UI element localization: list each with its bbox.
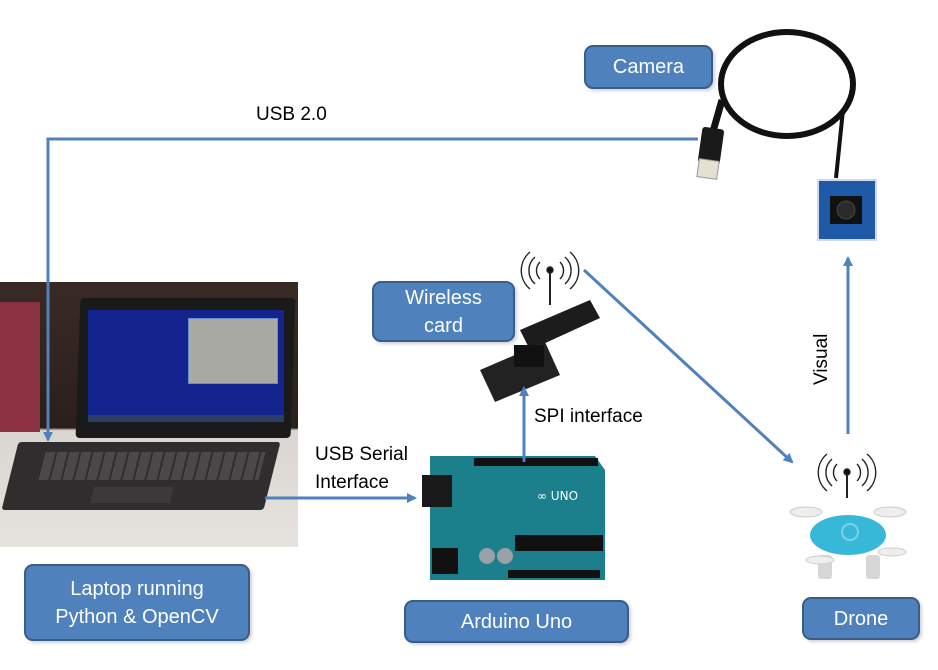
edge-label-usb-serial-line2: Interface (315, 472, 389, 493)
laptop-label-box: Laptop running Python & OpenCV (24, 564, 250, 641)
laptop-background-red (0, 302, 40, 432)
edge-label-usb-2: USB 2.0 (256, 104, 327, 125)
arduino-label-box: Arduino Uno (404, 600, 629, 643)
camera-label: Camera (612, 56, 685, 78)
laptop-photo (0, 282, 298, 547)
arduino-uno-board-icon: ∞ UNO (422, 456, 605, 580)
laptop-camera-window (188, 318, 278, 384)
edge-label-visual: Visual (811, 333, 832, 385)
arduino-logo-text: ∞ UNO (537, 489, 578, 503)
edge-label-spi: SPI interface (534, 406, 643, 427)
drone-label-box: Drone (802, 597, 920, 640)
arrow-wireless-to-drone (582, 268, 794, 464)
edge-label-usb-serial: USB Serial Interface (315, 443, 408, 495)
camera-label-box: Camera (584, 45, 713, 89)
laptop-label-line2: Python & OpenCV (55, 605, 219, 628)
quadcopter-drone-icon (789, 506, 907, 579)
laptop-label-line1: Laptop running (70, 577, 204, 600)
wireless-card-label-box: Wireless card (372, 281, 515, 342)
laptop-taskbar (88, 415, 284, 422)
nrf24-wireless-module-icon (480, 300, 600, 402)
wireless-card-label-line1: Wireless (405, 286, 482, 309)
drone-label: Drone (833, 607, 889, 630)
arduino-label: Arduino Uno (460, 610, 573, 633)
edge-label-usb-serial-line1: USB Serial (315, 444, 408, 465)
usb-camera-module-icon (696, 29, 877, 241)
arrow-camera-to-laptop (43, 137, 698, 442)
wireless-card-label-line2: card (424, 314, 463, 337)
antenna-signal-icon (817, 453, 877, 498)
antenna-signal-icon (520, 251, 580, 305)
